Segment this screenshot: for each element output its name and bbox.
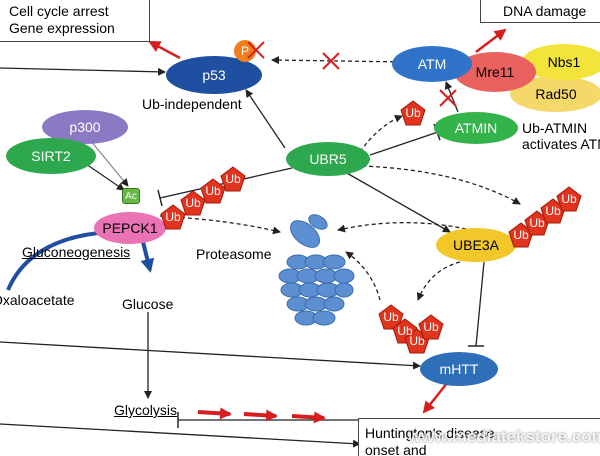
ub-badge-label: Ub <box>545 204 561 218</box>
ub-atmin-label-line2: activates ATM <box>522 136 600 152</box>
atmin-node: ATMIN <box>434 112 518 144</box>
ub-badge: Ub <box>400 100 426 126</box>
glycolysis-red-arrows <box>197 407 326 424</box>
atm-to-p53-dashed <box>271 56 409 65</box>
cell-cycle-box: Cell cycle arrest Gene expression <box>0 0 150 42</box>
ub-badge-label: Ub <box>561 192 577 206</box>
ub-badge: Ub <box>160 204 186 230</box>
p53-node: p53 <box>166 56 262 94</box>
sirt2-to-ac <box>85 163 125 191</box>
oxaloacetate-label: Oxaloacetate <box>0 292 75 308</box>
cell-cycle-line1: Cell cycle arrest <box>9 3 109 19</box>
ub-badge-label: Ub <box>165 210 181 224</box>
ub-badge: Ub <box>378 304 404 330</box>
ub-badge: Ub <box>404 328 430 354</box>
ub-badge-label: Ub <box>225 172 241 186</box>
ub-badge-label: Ub <box>397 324 413 338</box>
p300-to-ac <box>89 139 129 187</box>
ubr5-to-atmin-ub-dashed <box>359 115 403 153</box>
huntington-line2: onset and <box>365 442 427 456</box>
acetyl-badge: Ac <box>122 188 140 204</box>
ubr5-node: UBR5 <box>286 142 370 176</box>
ub-badge-label: Ub <box>383 310 399 324</box>
proteasome-label: Proteasome <box>196 246 272 262</box>
ub-badge: Ub <box>180 190 206 216</box>
gluconeogenesis-arrow-head <box>140 237 155 273</box>
atmin-to-atm <box>444 81 459 113</box>
p53-to-cellcycle-arrow <box>148 40 181 60</box>
mre11-to-dnadamage-arrow <box>475 28 507 53</box>
ube3a-node: UBE3A <box>436 228 516 262</box>
ub-badge-label: Ub <box>513 228 529 242</box>
ub-atmin-label-line1: Ub-ATMIN <box>522 120 588 136</box>
ub-badge: Ub <box>200 178 226 204</box>
ub-badge: Ub <box>418 314 444 340</box>
ub-badge-label: Ub <box>529 216 545 230</box>
ub-badge: Ub <box>392 318 418 344</box>
ub-badge-label: Ub <box>405 106 421 120</box>
ube3a-to-mhtt-ub-dashed <box>416 261 461 301</box>
ubr5-to-p53 <box>245 89 286 149</box>
gluconeogenesis-label: Gluconeogenesis <box>22 244 131 260</box>
ub-badge: Ub <box>540 198 566 224</box>
ubr5-to-ube3a-ub-dashed <box>361 165 521 205</box>
ub-badge: Ub <box>508 222 534 248</box>
ub-badge: Ub <box>220 166 246 192</box>
ube3a-inhibits-mhtt <box>475 261 485 347</box>
sirt2-node: SIRT2 <box>6 138 96 174</box>
line-into-huntington <box>0 423 361 448</box>
watermark-text: www.mediatekstore.com <box>408 427 600 446</box>
block-cross-atmin <box>439 89 457 107</box>
ub-badge-label: Ub <box>185 196 201 210</box>
gluconeogenesis-arrow <box>6 230 109 291</box>
ub-independent-label: Ub-independent <box>142 96 242 112</box>
glycolysis-label: Glycolysis <box>114 402 178 418</box>
ub-badge-label: Ub <box>423 320 439 334</box>
glucose-label: Glucose <box>122 296 174 312</box>
dna-damage-text: DNA damage <box>503 3 587 19</box>
atmin-inhibits-ubr5 <box>369 131 439 156</box>
mhtt-ub-to-proteasome <box>345 251 381 301</box>
phospho-block-cross <box>244 38 268 62</box>
line-into-mhtt <box>0 341 421 370</box>
line-into-p53 <box>0 67 166 76</box>
dna-damage-box: DNA damage <box>480 0 600 23</box>
ubr5-to-ube3a <box>344 171 451 233</box>
atm-node: ATM <box>392 46 472 82</box>
ub-badge: Ub <box>556 186 582 212</box>
huntington-line1: Huntington's disease <box>365 425 495 441</box>
proteasome-icon <box>278 214 355 326</box>
mhtt-to-huntington-arrow <box>422 381 449 414</box>
cell-cycle-line2: Gene expression <box>9 20 115 36</box>
huntington-box: Huntington's disease onset and <box>358 418 600 456</box>
ub-badge-label: Ub <box>205 184 221 198</box>
mhtt-node: mHTT <box>420 352 498 386</box>
block-cross-atm <box>322 52 340 70</box>
pepck1-node: PEPCK1 <box>94 212 166 244</box>
ub-badge-label: Ub <box>409 334 425 348</box>
